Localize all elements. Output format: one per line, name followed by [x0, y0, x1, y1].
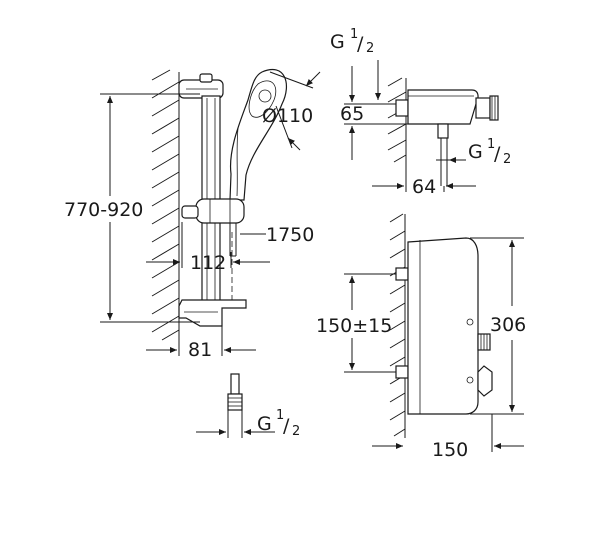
hose-connector-detail: G 1 / 2	[196, 373, 300, 439]
bottom-bracket-shelf	[178, 299, 247, 327]
thread-label-bottom: G	[257, 413, 272, 435]
thread-frac-num-outlet: 1	[487, 137, 495, 152]
wall-hatch-left	[151, 69, 180, 341]
svg-text:/: /	[283, 415, 290, 437]
slider-offset-label: 112	[190, 252, 226, 274]
slider-offset-dimension: 112	[146, 222, 270, 274]
thread-callout-top: G 1 / 2	[330, 27, 381, 100]
thread-frac-den-outlet: 2	[503, 152, 511, 167]
thermostat-height-label: 306	[490, 314, 526, 336]
svg-text:/: /	[357, 33, 364, 55]
shower-rail-view: 770-920 Ø110 1750 112	[64, 69, 321, 439]
wall-hatch-bottom-right	[389, 213, 406, 438]
outlet-height-dimension: 65	[340, 66, 410, 160]
svg-text:/: /	[494, 143, 501, 165]
inlet-centers-dimension: 150±15	[316, 273, 396, 373]
thread-label-outlet: G	[468, 141, 483, 163]
thermostat-height-dimension: 306	[470, 237, 526, 415]
thermostat-depth-dimension: 64	[372, 160, 476, 198]
height-dimension: 770-920	[64, 93, 200, 323]
head-diameter-label: Ø110	[262, 105, 313, 127]
inlet-centers-label: 150±15	[316, 315, 392, 337]
thread-frac-num-top: 1	[350, 27, 358, 42]
thread-frac-den-top: 2	[366, 41, 374, 56]
slider-holder	[181, 198, 245, 224]
thermostat-front-view: 150±15 306 150	[316, 213, 526, 461]
thread-frac-den-bottom: 2	[292, 424, 300, 439]
thread-frac-num-bottom: 1	[276, 408, 284, 423]
head-diameter-callout: Ø110	[262, 71, 321, 151]
shower-hose-stub	[229, 223, 237, 257]
height-range-label: 770-920	[64, 199, 143, 221]
hose-length-callout: 1750	[240, 224, 314, 246]
rail-depth-dimension: 81	[146, 326, 256, 361]
rail-depth-label: 81	[188, 339, 212, 361]
thread-label-top: G	[330, 31, 345, 53]
thermostat-width-label: 150	[432, 439, 468, 461]
outlet-height-label: 65	[340, 103, 364, 125]
hand-shower	[229, 69, 287, 201]
hose-length-label: 1750	[266, 224, 314, 246]
thread-callout-outlet: G 1 / 2	[436, 137, 511, 167]
thermostat-side-view: G 1 / 2 65 G 1 / 2 64	[330, 27, 511, 198]
wall-hatch-top-right	[387, 77, 407, 163]
thermostat-width-dimension: 150	[372, 414, 524, 461]
thermostat-depth-label: 64	[412, 176, 436, 198]
